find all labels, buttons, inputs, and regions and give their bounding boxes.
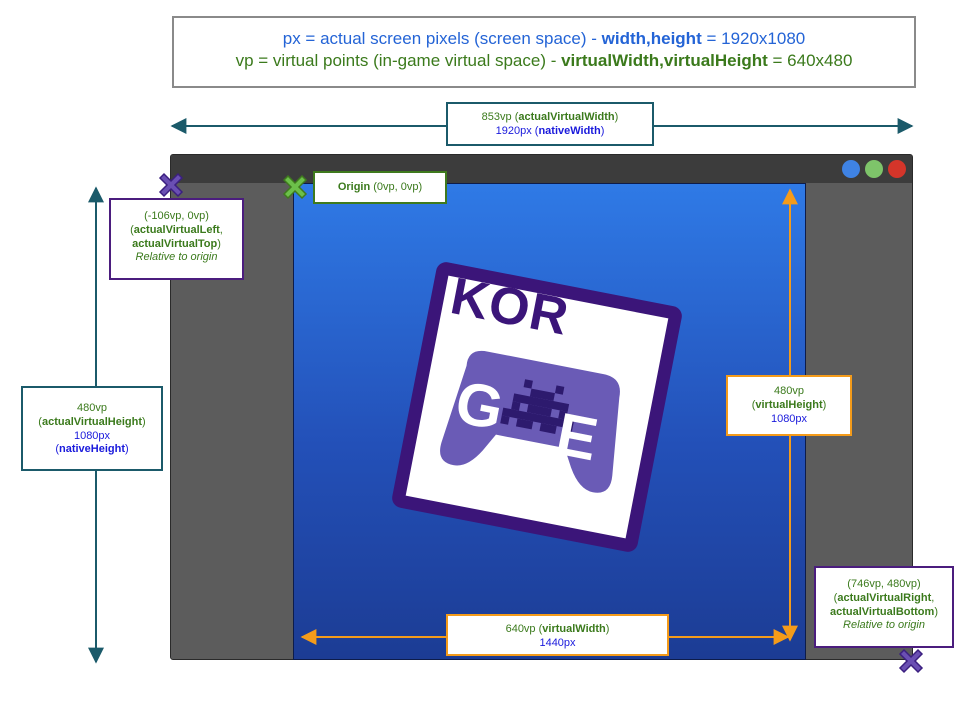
purple-x-icon xyxy=(898,648,924,674)
origin-value: (0vp, 0vp) xyxy=(370,181,423,193)
actual-width-px-line: 1920px (nativeWidth) xyxy=(495,124,605,137)
red-circle-icon[interactable] xyxy=(888,160,906,178)
green-x-icon xyxy=(282,174,308,200)
legend-box: px = actual screen pixels (screen space)… xyxy=(172,16,916,88)
window-titlebar xyxy=(171,155,912,183)
space-invader-icon xyxy=(500,379,574,438)
actual-width-label: 853vp (actualVirtualWidth) 1920px (nativ… xyxy=(446,102,654,146)
top-left-corner-label: (-106vp, 0vp) (actualVirtualLeft, actual… xyxy=(109,198,244,280)
bottom-right-coords: (746vp, 480vp) xyxy=(847,578,921,590)
legend-vp-line: vp = virtual points (in-game virtual spa… xyxy=(174,50,914,72)
virtual-height-label: 480vp (virtualHeight) 1080px xyxy=(726,375,852,436)
origin-key: Origin xyxy=(337,181,371,193)
virtual-width-vp-line: 640vp (virtualWidth) xyxy=(505,623,610,635)
top-left-note: Relative to origin xyxy=(135,251,218,264)
purple-x-icon xyxy=(158,172,184,198)
actual-width-vp-line: 853vp (actualVirtualWidth) xyxy=(481,111,619,123)
legend-vp-value: = 640x480 xyxy=(767,51,853,70)
kor-game-logo: KOR G E xyxy=(390,260,684,554)
virtual-width-label: 640vp (virtualWidth) 1440px xyxy=(446,614,669,656)
legend-px-text: px = actual screen pixels (screen space)… xyxy=(282,29,602,48)
origin-label: Origin (0vp, 0vp) xyxy=(313,171,447,204)
top-left-key2-line: actualVirtualTop) xyxy=(132,237,221,250)
green-circle-icon[interactable] xyxy=(865,160,883,178)
gamepad-icon xyxy=(440,350,620,493)
legend-vp-key: virtualWidth,virtualHeight xyxy=(561,51,768,70)
bottom-right-note: Relative to origin xyxy=(843,619,925,632)
legend-px-value: = 1920x1080 xyxy=(701,29,806,48)
virtual-height-px: 1080px xyxy=(770,412,808,425)
actual-height-vp: 480vp xyxy=(77,402,107,414)
top-left-coords: (-106vp, 0vp) xyxy=(144,210,209,222)
virtual-height-key-line: (virtualHeight) xyxy=(751,398,827,411)
actual-height-label: 480vp (actualVirtualHeight) 1080px (nati… xyxy=(21,386,163,471)
bottom-right-key1-line: (actualVirtualRight, xyxy=(833,591,935,604)
bottom-right-corner-label: (746vp, 480vp) (actualVirtualRight, actu… xyxy=(814,566,954,648)
blue-circle-icon[interactable] xyxy=(842,160,860,178)
top-left-key1-line: (actualVirtualLeft, xyxy=(130,223,223,236)
actual-height-px-key-line: (nativeHeight) xyxy=(55,443,129,456)
actual-height-px: 1080px xyxy=(73,429,111,442)
bottom-right-key2-line: actualVirtualBottom) xyxy=(830,605,938,618)
legend-vp-text: vp = virtual points (in-game virtual spa… xyxy=(235,51,562,70)
virtual-width-px: 1440px xyxy=(539,636,576,649)
actual-height-vp-key-line: (actualVirtualHeight) xyxy=(38,415,146,428)
legend-px-line: px = actual screen pixels (screen space)… xyxy=(174,28,914,50)
legend-px-key: width,height xyxy=(601,29,702,48)
virtual-height-vp: 480vp xyxy=(774,385,804,397)
